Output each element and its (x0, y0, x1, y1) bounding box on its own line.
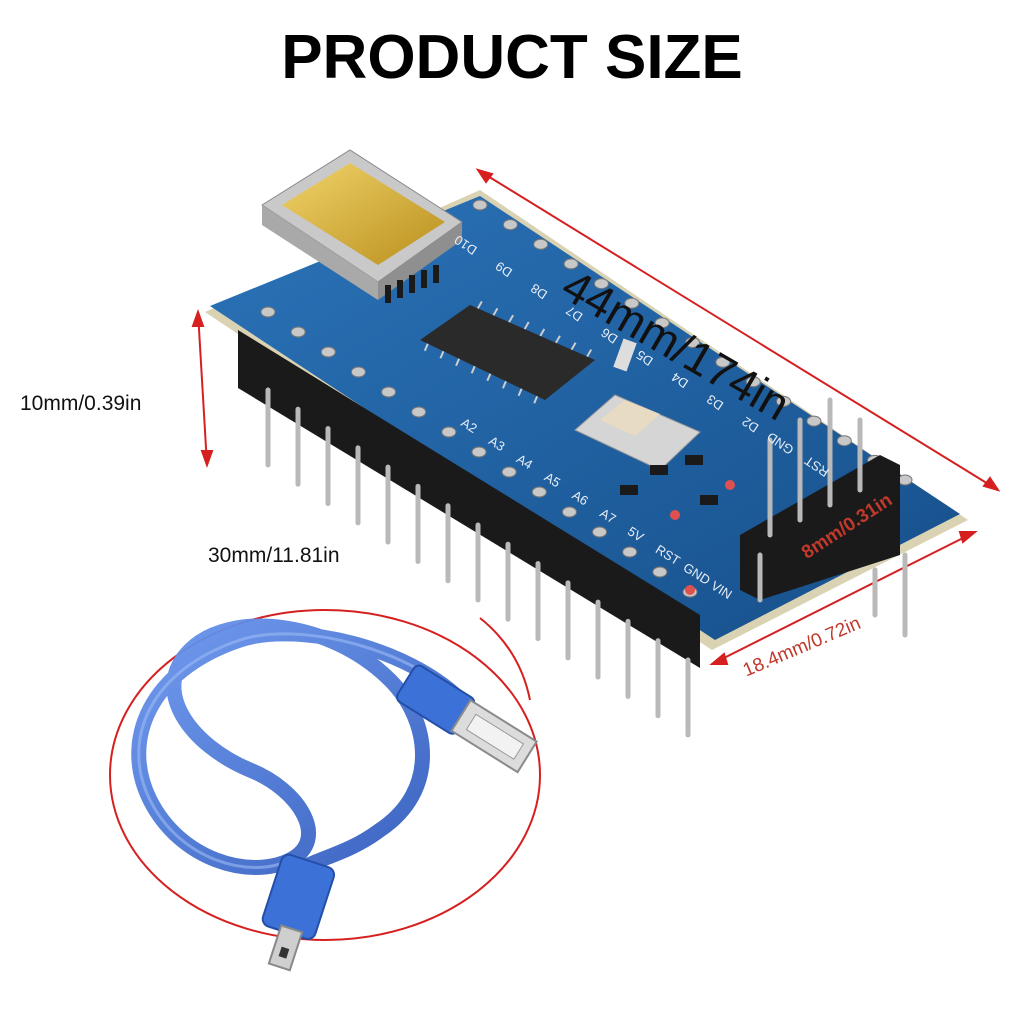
pin-pad (320, 346, 336, 358)
pin-pad (836, 435, 852, 447)
pin-pad (533, 238, 549, 250)
page-title: PRODUCT SIZE (281, 23, 743, 92)
pin-pad (897, 474, 913, 486)
pin-pad (381, 386, 397, 398)
pin-pad (715, 356, 731, 368)
pin-pad (471, 446, 487, 458)
pin-pad (622, 546, 638, 558)
pin-pad (260, 306, 276, 318)
height-dimension-label: 10mm/0.39in (20, 392, 142, 415)
header-strip (238, 330, 700, 668)
pin-pad (472, 199, 488, 211)
mini-usb-plug (261, 853, 336, 972)
silkscreen-label: A7 (597, 505, 618, 526)
pin-pad (654, 317, 670, 329)
pin-pad (561, 506, 577, 518)
cable-length-label: 30mm/11.81in (208, 544, 340, 567)
reset-button-cap (600, 400, 660, 436)
pin-pad (531, 486, 547, 498)
pin-pad (652, 566, 668, 578)
pin-pad (290, 326, 306, 338)
arduino-nano-board: D10D9D8D7D6D5D4D3D2GNDRSTA2A3A4A5A6A75VR… (205, 149, 968, 738)
pin-pad (592, 526, 608, 538)
cable-length-arc (109, 609, 541, 941)
pin-pad (501, 466, 517, 478)
pin-pad (806, 415, 822, 427)
pin-pad (593, 278, 609, 290)
bottom-header (238, 330, 700, 738)
chip (420, 305, 595, 400)
pin-pad (350, 366, 366, 378)
measure-lines (191, 168, 1001, 701)
silkscreen-label: 5V (625, 523, 647, 544)
chip-legs (423, 300, 593, 404)
icsp-header (740, 397, 908, 638)
silkscreen-label: A2 (458, 415, 479, 436)
pin-pad (563, 258, 579, 270)
pin-pad (502, 219, 518, 231)
pin-pad (685, 337, 700, 348)
silkscreen-label: A5 (542, 469, 563, 490)
silkscreen-label: A3 (486, 433, 507, 454)
usb-cable (131, 618, 539, 972)
pin-pad (441, 426, 457, 438)
usb-a-plug (396, 664, 539, 774)
pin-pad (624, 297, 640, 309)
pin-pad (745, 376, 761, 388)
pin-pad (411, 406, 427, 418)
silkscreen-label: A4 (514, 451, 535, 472)
silkscreen-label: A6 (570, 487, 591, 508)
mini-usb-port (261, 149, 463, 303)
pin-pad (776, 395, 792, 407)
